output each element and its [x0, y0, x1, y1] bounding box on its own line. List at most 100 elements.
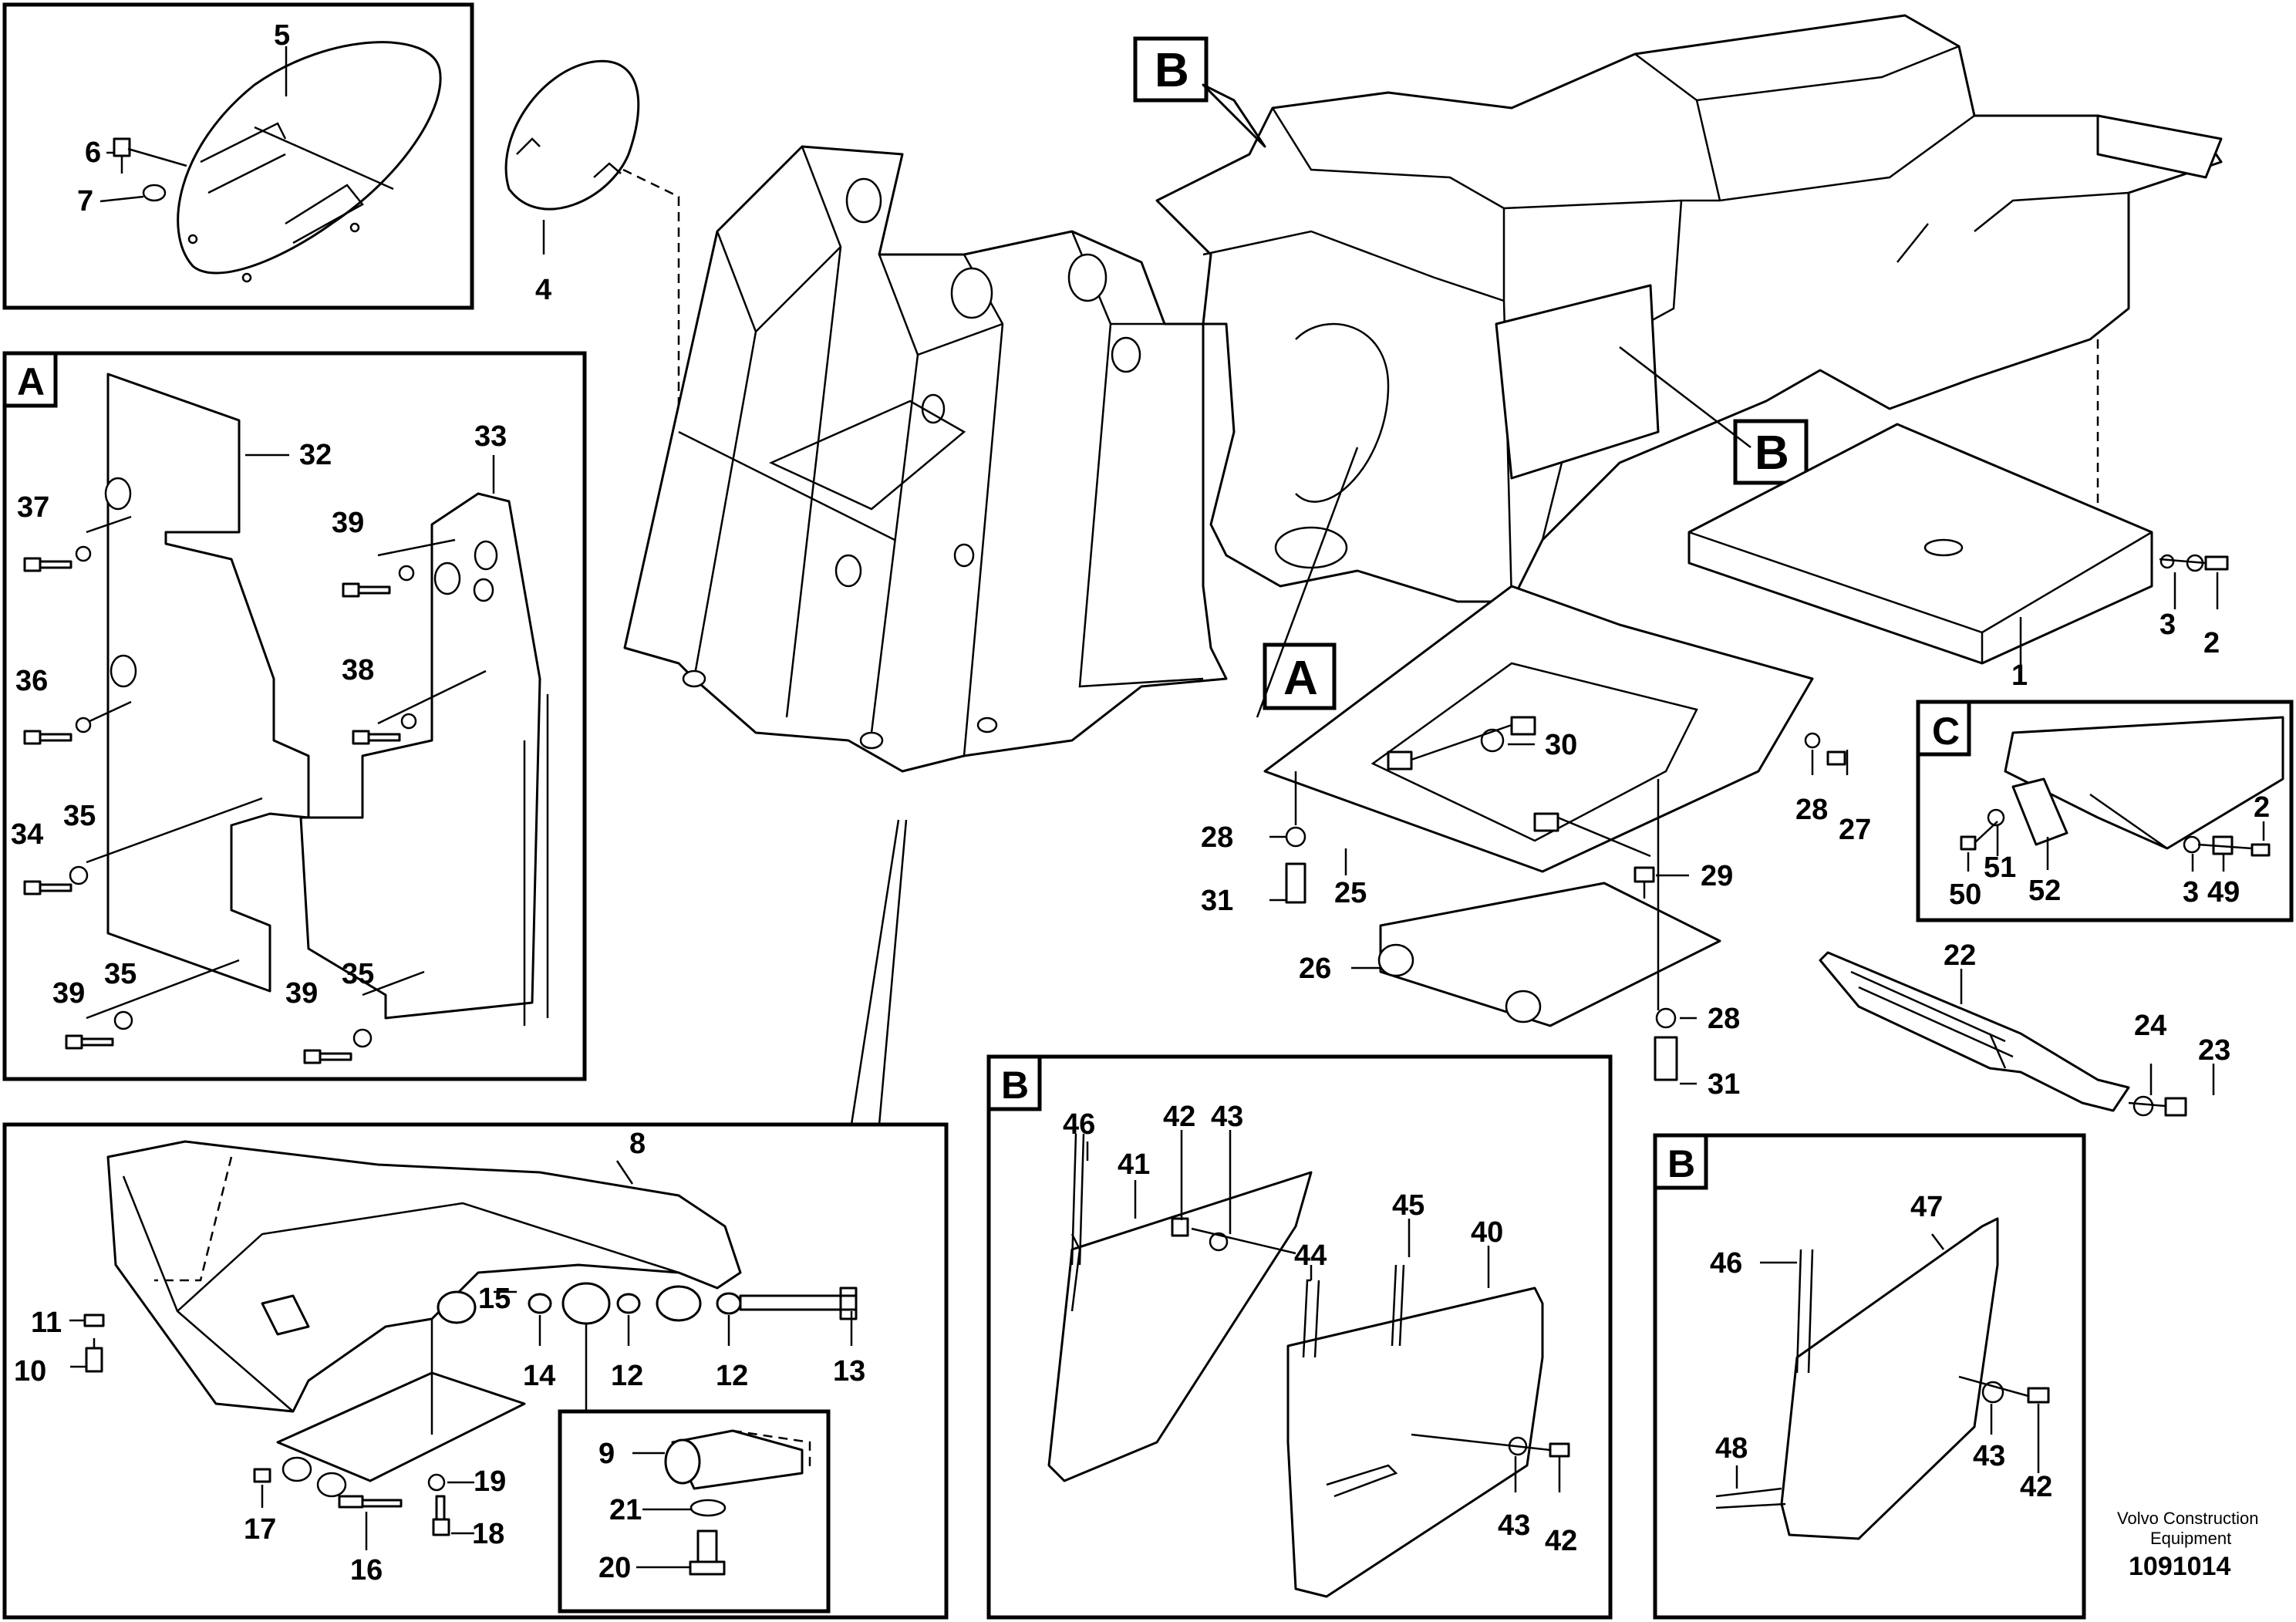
callout-28c: 28 [1795, 794, 1828, 826]
view-label-b-box [1133, 36, 1209, 103]
callout-29: 29 [1701, 860, 1733, 892]
callout-7: 7 [77, 185, 93, 218]
callout-35c: 35 [342, 958, 374, 990]
callout-21: 21 [609, 1494, 642, 1526]
cover-4 [504, 59, 680, 432]
inset-c-label-box [1916, 700, 1971, 757]
inset-b1-parts [1047, 1130, 1570, 1598]
callout-38: 38 [342, 654, 374, 686]
callout-10: 10 [14, 1355, 46, 1388]
bolts-a [23, 545, 417, 1064]
callout-39a: 39 [52, 977, 85, 1010]
inset-b1-frame [986, 1054, 1613, 1620]
callout-42b: 42 [1545, 1525, 1577, 1557]
view-label-a-box [1263, 642, 1337, 710]
inset-a-frame [2, 351, 587, 1081]
callout-14: 14 [523, 1360, 555, 1392]
callout-16: 16 [350, 1554, 383, 1587]
callout-11: 11 [31, 1307, 62, 1339]
callout-17: 17 [244, 1513, 276, 1546]
callout-40: 40 [1471, 1216, 1503, 1249]
callout-28b: 28 [1708, 1003, 1740, 1035]
callout-31a: 31 [1201, 885, 1233, 917]
callout-12a: 12 [611, 1360, 643, 1392]
callout-39c: 39 [285, 977, 318, 1010]
callout-18: 18 [472, 1518, 504, 1550]
callout-43b: 43 [1498, 1509, 1530, 1542]
callout-28a: 28 [1201, 821, 1233, 854]
view-label-b-top: B [1155, 44, 1189, 97]
callout-46b: 46 [1710, 1247, 1742, 1280]
inset-c-label: C [1932, 710, 1960, 753]
callout-30: 30 [1545, 729, 1577, 761]
inset-guard-parts [69, 1140, 858, 1550]
callout-36: 36 [15, 665, 48, 697]
callout-13: 13 [833, 1355, 865, 1388]
callout-4: 4 [535, 274, 551, 306]
callout-26: 26 [1299, 953, 1331, 985]
inset-b2-label: B [1667, 1142, 1695, 1185]
callout-51: 51 [1984, 851, 2016, 884]
view-label-b-right: B [1755, 427, 1789, 480]
callout-42a: 42 [1163, 1101, 1195, 1133]
callout-43a: 43 [1211, 1101, 1243, 1133]
callout-50: 50 [1949, 878, 1981, 911]
callout-37: 37 [17, 491, 49, 524]
callout-42c: 42 [2020, 1471, 2052, 1503]
callout-45: 45 [1392, 1189, 1424, 1222]
callout-47: 47 [1910, 1191, 1943, 1223]
footer-doc-number: 1091014 [2129, 1552, 2230, 1581]
callout-43c: 43 [1973, 1440, 2005, 1472]
callout-20: 20 [598, 1552, 631, 1584]
callout-19: 19 [474, 1465, 506, 1498]
callout-25: 25 [1334, 877, 1367, 909]
step-22 [1819, 951, 2215, 1117]
callout-46a: 46 [1063, 1108, 1095, 1141]
inset-a-label: A [17, 360, 45, 403]
callout-3c: 3 [2183, 876, 2199, 909]
callout-6: 6 [85, 137, 101, 169]
callout-35a: 35 [63, 800, 96, 832]
callout-22: 22 [1944, 939, 1976, 972]
callout-49: 49 [2207, 876, 2240, 909]
inset-b1-label: B [1001, 1064, 1029, 1107]
callout-24: 24 [2134, 1010, 2166, 1042]
rear-frame [1155, 14, 2223, 718]
callout-15: 15 [478, 1283, 511, 1315]
callout-2c: 2 [2254, 791, 2270, 824]
callout-27: 27 [1839, 814, 1871, 846]
callout-12b: 12 [716, 1360, 748, 1392]
pan-assembly [1263, 585, 1849, 1085]
inset-b2-label-box [1653, 1133, 1708, 1190]
callout-32: 32 [299, 439, 332, 471]
callout-8: 8 [629, 1128, 646, 1160]
callout-9: 9 [598, 1438, 615, 1470]
callout-52: 52 [2028, 875, 2061, 907]
inset-pin-frame [558, 1409, 831, 1614]
callout-39b: 39 [332, 507, 364, 539]
inset-a-label-box [2, 351, 58, 408]
inset-cover-frame [2, 2, 474, 310]
callout-41: 41 [1118, 1148, 1150, 1181]
callout-1: 1 [2011, 659, 2028, 692]
callout-34: 34 [11, 818, 43, 851]
belly-plate-1 [1687, 423, 2229, 667]
inset-guard-frame [2, 1122, 949, 1620]
inset-b2-parts [1715, 1217, 2050, 1540]
callout-33: 33 [474, 420, 507, 453]
callout-31b: 31 [1708, 1068, 1740, 1101]
callout-23: 23 [2198, 1034, 2230, 1067]
inset-b1-label-box [986, 1054, 1042, 1111]
inset-a-parts [23, 373, 549, 1064]
callout-3: 3 [2159, 609, 2176, 641]
inset-c-frame [1916, 700, 2294, 922]
view-label-b2-box [1733, 419, 1809, 485]
footer-line2: Equipment [2150, 1529, 2231, 1548]
inset-pin-parts [632, 1429, 811, 1576]
callout-5: 5 [274, 19, 290, 52]
front-frame [623, 145, 1228, 773]
view-label-a-main: A [1283, 652, 1318, 705]
callout-35b: 35 [104, 958, 137, 990]
inset-b2-frame [1653, 1133, 2086, 1620]
